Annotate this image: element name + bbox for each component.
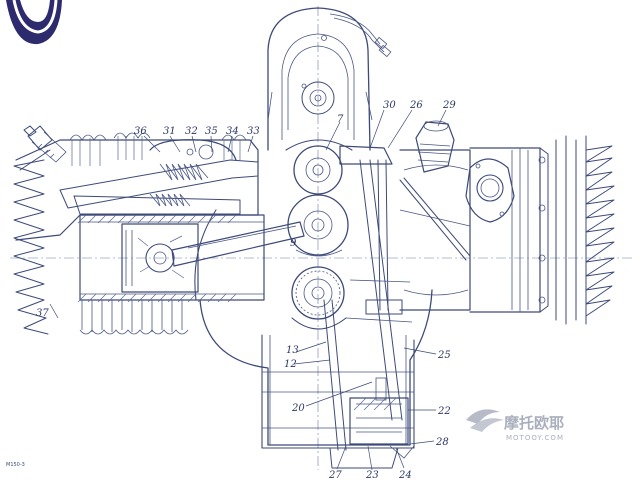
callout-33: 33 [247, 126, 260, 137]
spark-plug-left-icon [23, 125, 67, 163]
leader-lines [49, 109, 447, 471]
exhaust-flange [465, 158, 515, 223]
callout-22: 22 [437, 406, 451, 417]
callout-9: 9 [290, 238, 297, 249]
callout-30: 30 [383, 100, 396, 111]
callout-28: 28 [435, 437, 449, 448]
crankshaft-gears [285, 139, 353, 330]
watermark-url: MOTOOY.COM [506, 434, 564, 442]
left-cylinder-head [13, 125, 259, 335]
timing-housing [267, 7, 392, 151]
callout-27: 27 [328, 470, 342, 481]
callout-13: 13 [286, 345, 299, 356]
callout-7: 7 [337, 114, 344, 125]
callout-24: 24 [398, 470, 412, 481]
callout-20: 20 [291, 403, 305, 414]
callout-35: 35 [205, 126, 218, 137]
left-cylinder-barrel [77, 214, 305, 335]
watermark: 摩托欧耶 MOTOOY.COM [466, 409, 564, 442]
callout-36: 36 [134, 126, 147, 137]
callout-25: 25 [437, 350, 451, 361]
watermark-swoosh-icon [466, 409, 504, 432]
callout-31: 31 [163, 126, 176, 137]
watermark-brand: 摩托欧耶 [504, 414, 564, 432]
intake-port-icon [415, 120, 455, 173]
right-cylinder-head [399, 120, 615, 325]
callout-26: 26 [409, 100, 423, 111]
callout-labels: 36 31 32 35 34 33 7 30 26 29 9 37 13 12 … [36, 100, 456, 481]
callout-37: 37 [36, 308, 49, 319]
center-pushrods [323, 145, 415, 469]
callout-12: 12 [284, 359, 297, 370]
callout-23: 23 [365, 470, 379, 481]
drawing-reference-code: M150-3 [6, 462, 25, 468]
callout-32: 32 [185, 126, 198, 137]
callout-34: 34 [226, 126, 239, 137]
callout-29: 29 [442, 100, 456, 111]
corner-logo-icon [6, 0, 62, 45]
